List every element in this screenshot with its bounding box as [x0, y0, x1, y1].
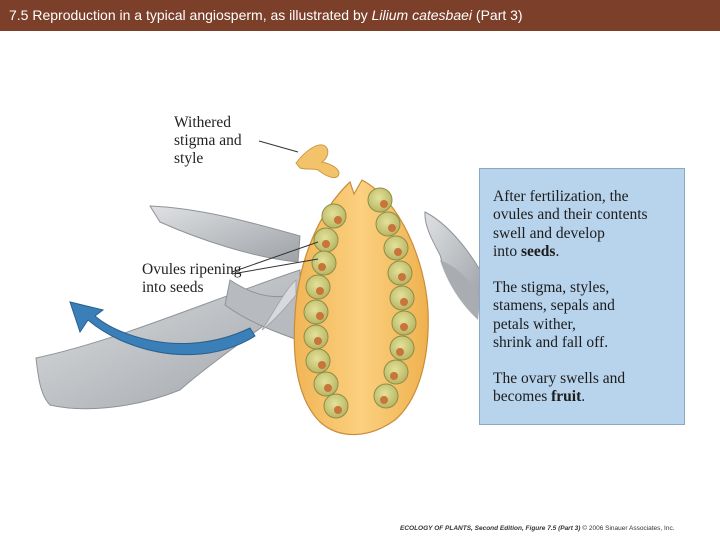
title-species: Lilium catesbaei: [371, 7, 473, 23]
lily-fruit-illustration: [35, 140, 481, 436]
title-prefix: 7.5 Reproduction in a typical angiosperm…: [9, 7, 372, 23]
withered-stigma: [295, 144, 340, 179]
withered-stigma-label: Withered stigma and style: [174, 114, 242, 167]
ovules-left-column: [303, 203, 349, 419]
explanation-paragraph-fruit: The ovary swells and becomes fruit.: [493, 370, 626, 406]
figure-credit: ECOLOGY OF PLANTS, Second Edition, Figur…: [400, 525, 675, 532]
withered-leader-line: [258, 140, 299, 153]
falling-off-arrow: [69, 301, 256, 356]
title-bar: 7.5 Reproduction in a typical angiosperm…: [0, 0, 720, 31]
ovules-leader-line-2: [231, 258, 319, 275]
explanation-paragraph-wither: The stigma, styles, stamens, sepals and …: [493, 279, 615, 352]
title-suffix: (Part 3): [472, 7, 523, 23]
withered-petal-upper-left: [149, 205, 301, 263]
withered-petal-right-lower: [440, 260, 480, 320]
explanation-box: After fertilization, the ovules and thei…: [479, 168, 685, 425]
explanation-paragraph-seeds: After fertilization, the ovules and thei…: [493, 188, 648, 261]
withered-stamen: [261, 279, 297, 331]
ovules-ripening-label: Ovules ripening into seeds: [142, 261, 242, 296]
ovules-right-column: [367, 187, 417, 409]
slide-title: 7.5 Reproduction in a typical angiosperm…: [9, 7, 523, 23]
ovules-leader-line-1: [231, 241, 319, 273]
